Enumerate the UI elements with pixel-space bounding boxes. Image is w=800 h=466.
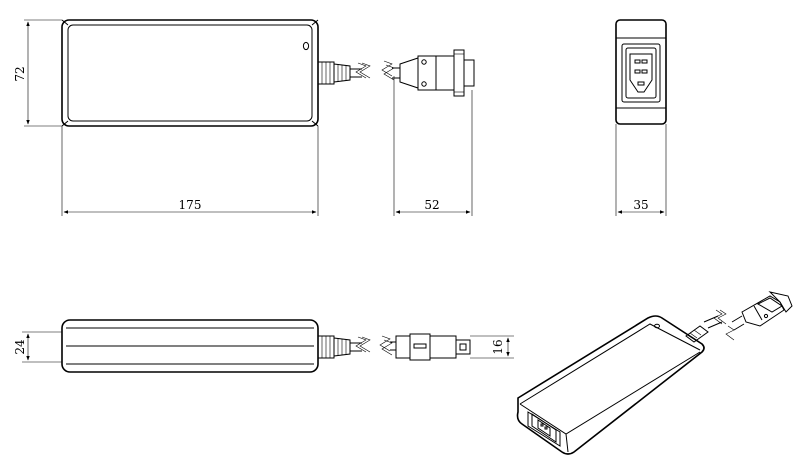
dimension-end-width: 35 — [615, 124, 667, 216]
top-view-strain-relief — [317, 61, 371, 85]
dimension-top-height: 72 — [13, 19, 62, 127]
side-view-dc-connector — [379, 333, 471, 361]
dimension-side-height: 24 — [13, 331, 62, 363]
iec-inlet — [629, 53, 653, 93]
led-indicator — [302, 41, 310, 51]
side-view-strain-relief — [317, 335, 371, 359]
dimension-top-length: 175 — [61, 126, 319, 216]
end-view-adapter — [615, 19, 667, 125]
side-view-adapter — [61, 319, 319, 373]
top-view-adapter — [61, 19, 319, 127]
dimension-label-52: 52 — [424, 198, 439, 212]
dimension-label-175: 175 — [179, 198, 202, 212]
dimension-label-72: 72 — [13, 66, 27, 81]
isometric-view — [516, 291, 793, 455]
dimension-label-16: 16 — [491, 339, 505, 354]
dimension-plug-length: 52 — [393, 76, 473, 216]
dimension-label-24: 24 — [13, 339, 27, 355]
dimension-label-35: 35 — [633, 198, 648, 212]
dimension-plug-height: 16 — [470, 335, 514, 359]
top-view-dc-connector — [381, 49, 475, 97]
